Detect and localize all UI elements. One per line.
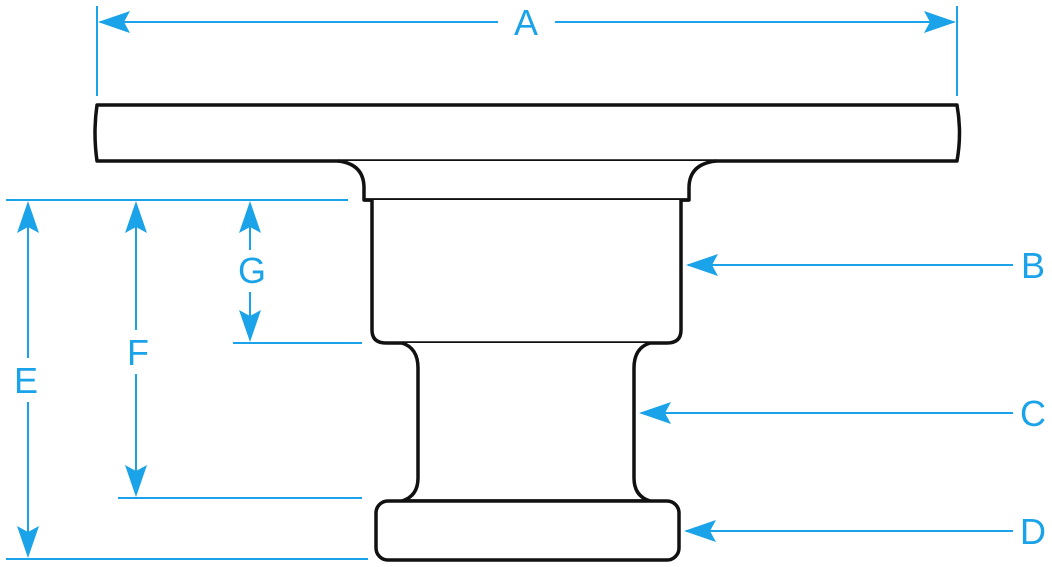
- arrow-g-bottom: [239, 310, 261, 342]
- label-d: D: [1020, 511, 1046, 552]
- label-c: C: [1020, 393, 1046, 434]
- arrow-g-top: [239, 201, 261, 233]
- arrow-b: [686, 254, 718, 276]
- middle-neck: [400, 341, 652, 503]
- arrow-e-bottom: [17, 526, 39, 558]
- label-b: B: [1021, 245, 1045, 286]
- top-flange: [93, 103, 962, 163]
- arrow-d: [684, 520, 716, 542]
- flange-neck: [337, 159, 717, 202]
- arrow-c: [639, 402, 671, 424]
- arrow-f-bottom: [125, 465, 147, 497]
- arrow-e-top: [17, 201, 39, 233]
- arrow-f-top: [125, 201, 147, 233]
- arrow-a-left: [98, 11, 130, 33]
- part-outline: [93, 103, 962, 562]
- upper-cylinder: [370, 200, 683, 345]
- label-a: A: [514, 2, 538, 43]
- arrow-a-right: [924, 11, 956, 33]
- label-e: E: [14, 360, 38, 401]
- arrowheads: [17, 11, 956, 558]
- bottom-foot: [374, 499, 681, 562]
- dimension-labels: A B C D E F G: [14, 2, 1046, 552]
- label-g: G: [238, 250, 266, 291]
- label-f: F: [127, 332, 149, 373]
